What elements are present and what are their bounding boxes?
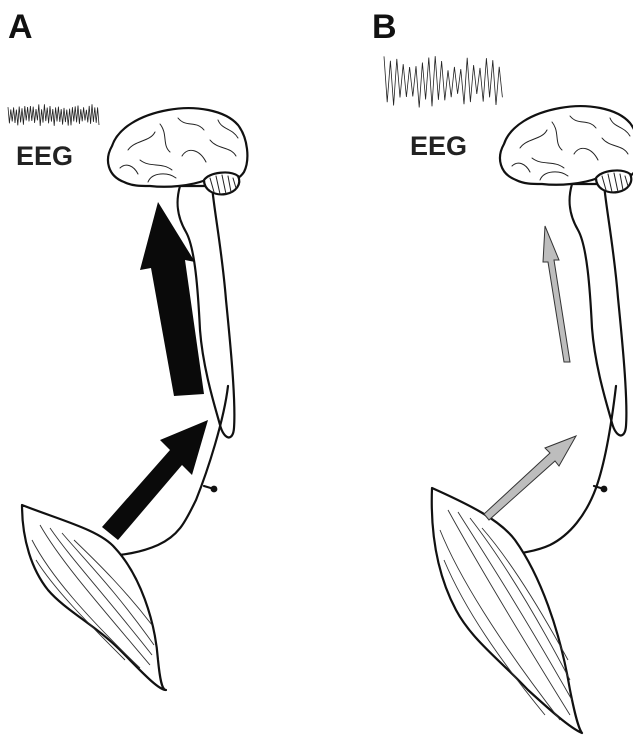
panel-a-muscle <box>22 505 166 690</box>
panel-a-arrow-muscle-to-cord <box>102 420 208 540</box>
panel-a-cerebellum <box>204 173 239 195</box>
panel-b-eeg-trace <box>384 56 502 107</box>
panel-b-spinal-cord <box>570 184 627 435</box>
panel-b: B EEG <box>372 8 633 733</box>
panel-a-eeg-trace <box>8 104 99 126</box>
panel-a-letter: A <box>8 8 33 46</box>
panel-b-arrow-muscle-to-cord <box>484 436 576 520</box>
panel-b-muscle <box>432 488 582 733</box>
panel-b-eeg-label: EEG <box>410 131 467 161</box>
panel-a: A EEG <box>8 8 247 690</box>
panel-a-eeg-label: EEG <box>16 141 73 171</box>
panel-b-nerve <box>500 386 616 556</box>
panel-b-letter: B <box>372 8 397 46</box>
panel-b-arrow-cord-to-brain <box>543 226 570 362</box>
panel-b-cerebellum <box>596 171 631 193</box>
